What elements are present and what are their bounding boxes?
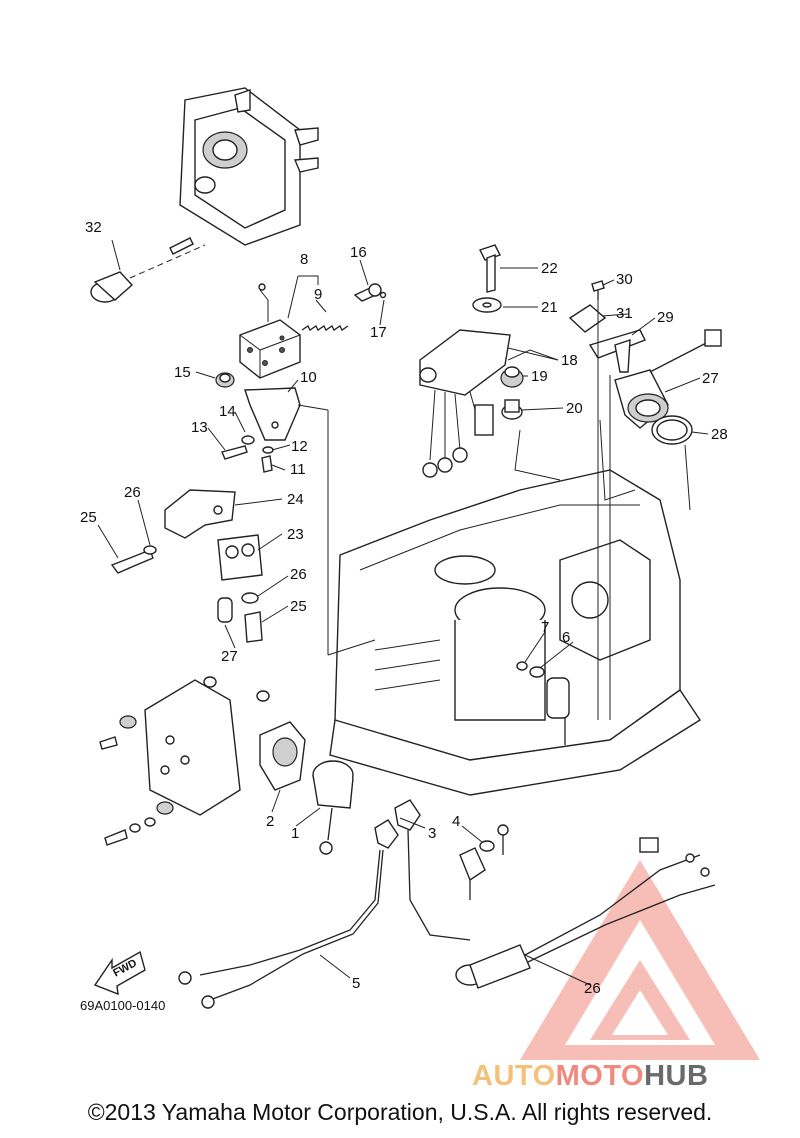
part-29-connector (614, 329, 722, 429)
part-21-washer (472, 297, 502, 313)
label-part-2: 2 (266, 813, 274, 830)
part-19-grommet (500, 366, 524, 388)
label-part-5: 5 (352, 975, 360, 992)
label-part-18: 18 (561, 352, 578, 369)
label-part-22: 22 (541, 260, 558, 277)
label-part-10: 10 (300, 369, 317, 386)
part-24-bracket (164, 489, 236, 539)
part-22-bolt (479, 244, 501, 293)
watermark-word-hub: HUB (644, 1060, 709, 1092)
part-4-nut (479, 824, 509, 855)
label-part-20: 20 (566, 400, 583, 417)
engine-base (329, 689, 701, 796)
label-part-9: 9 (314, 286, 322, 303)
copyright-notice: ©2013 Yamaha Motor Corporation, U.S.A. A… (87, 1099, 713, 1125)
label-part-29: 27 (702, 370, 719, 387)
part-32-screw (591, 280, 605, 300)
label-part-11: 11 (290, 461, 306, 478)
label-part-17: 17 (370, 324, 387, 341)
label-part-13: 13 (191, 419, 208, 436)
engine-block (334, 469, 681, 761)
label-part-16: 16 (350, 244, 367, 261)
label-part-30: 28 (711, 426, 728, 443)
watermark-logo (520, 860, 760, 1060)
part-25-26-bolt-washer (110, 545, 263, 643)
part-16-terminal (353, 283, 387, 302)
label-part-23: 23 (287, 526, 304, 543)
label-part-25-b: 25 (290, 598, 307, 615)
label-part-12: 12 (291, 438, 308, 455)
diagram-code: 69A0100-0140 (80, 998, 165, 1013)
label-part-27-visible: 27 (221, 648, 238, 665)
label-part-21: 21 (541, 299, 558, 316)
left-bracket-assembly (99, 676, 270, 846)
part-23-fuse-holder (217, 534, 263, 581)
lead-wire (546, 677, 570, 745)
part-34-cover (179, 87, 319, 246)
label-part-1: 1 (291, 825, 299, 842)
leader-lines (97, 239, 709, 986)
label-part-19: 19 (531, 368, 548, 385)
part-1-relay (312, 760, 354, 855)
part-9-spring (301, 325, 349, 331)
part-30-o-ring (651, 415, 693, 445)
part-3-cap (374, 799, 421, 849)
label-part-3: 3 (428, 825, 436, 842)
part-5-wire-harness (178, 829, 486, 1009)
label-part-34: 32 (85, 219, 102, 236)
label-part-32: 30 (616, 271, 633, 288)
label-part-28: 26 (584, 980, 601, 997)
part-6-7-nut-washer (516, 661, 545, 678)
label-part-26-a: 26 (124, 484, 141, 501)
watermark-wordmark: AUTOMOTOHUB (472, 1060, 708, 1093)
part-28-main-harness (455, 837, 716, 989)
part-15-grommet (215, 372, 235, 388)
part-34-switch (90, 237, 206, 303)
label-part-7: 7 (541, 619, 549, 636)
label-part-14: 14 (219, 403, 236, 420)
label-part-25-a: 25 (80, 509, 97, 526)
part-number-labels: 32 8 9 16 17 15 10 14 13 12 11 22 21 18 … (80, 219, 728, 1013)
part-18-rectifier (419, 329, 511, 478)
fwd-arrow-icon (93, 950, 146, 996)
label-part-15: 15 (174, 364, 191, 381)
label-part-24: 24 (287, 491, 304, 508)
watermark-word-auto: AUTO (472, 1060, 556, 1092)
part-20-collar (501, 399, 523, 420)
label-part-6: 6 (562, 629, 570, 646)
label-part-4: 4 (452, 813, 460, 830)
label-part-26-b: 26 (290, 566, 307, 583)
part-27-fuse (217, 597, 233, 623)
part-13-14-bolt-washer (221, 435, 274, 473)
label-part-8: 8 (300, 251, 308, 268)
part-2-cover (259, 721, 306, 791)
part-8-switch-block (239, 283, 301, 379)
watermark-word-moto: MOTO (555, 1060, 645, 1092)
part-33-clamp (568, 304, 607, 333)
part-31-bracket (588, 329, 646, 373)
part-10-bracket (244, 387, 301, 441)
label-part-31: 29 (657, 309, 674, 326)
label-part-33: 31 (616, 305, 633, 322)
